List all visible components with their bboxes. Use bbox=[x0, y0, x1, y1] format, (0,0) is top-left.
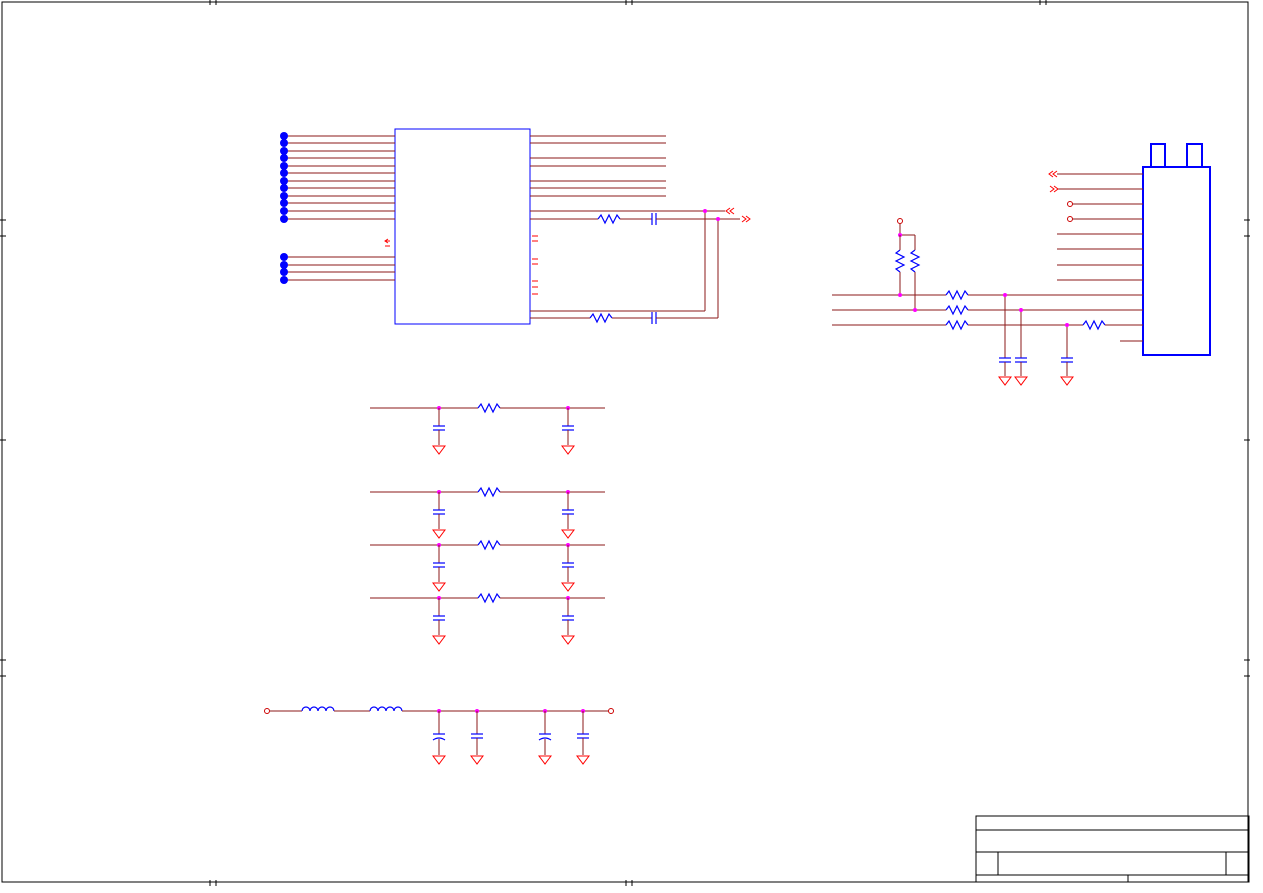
title-block bbox=[975, 815, 1250, 883]
rc-filter-4 bbox=[370, 593, 605, 645]
ic-left-pins-upper bbox=[280, 132, 395, 223]
ic-right-pins bbox=[530, 135, 751, 324]
rc-filter-2 bbox=[370, 487, 605, 539]
lc-power-filter bbox=[264, 706, 614, 765]
rc-filter-3 bbox=[370, 540, 605, 592]
connector-right bbox=[832, 143, 1211, 386]
ic-chip-left bbox=[280, 128, 751, 325]
rc-filter-1 bbox=[370, 403, 605, 455]
ic-left-pins-lower bbox=[280, 253, 395, 284]
